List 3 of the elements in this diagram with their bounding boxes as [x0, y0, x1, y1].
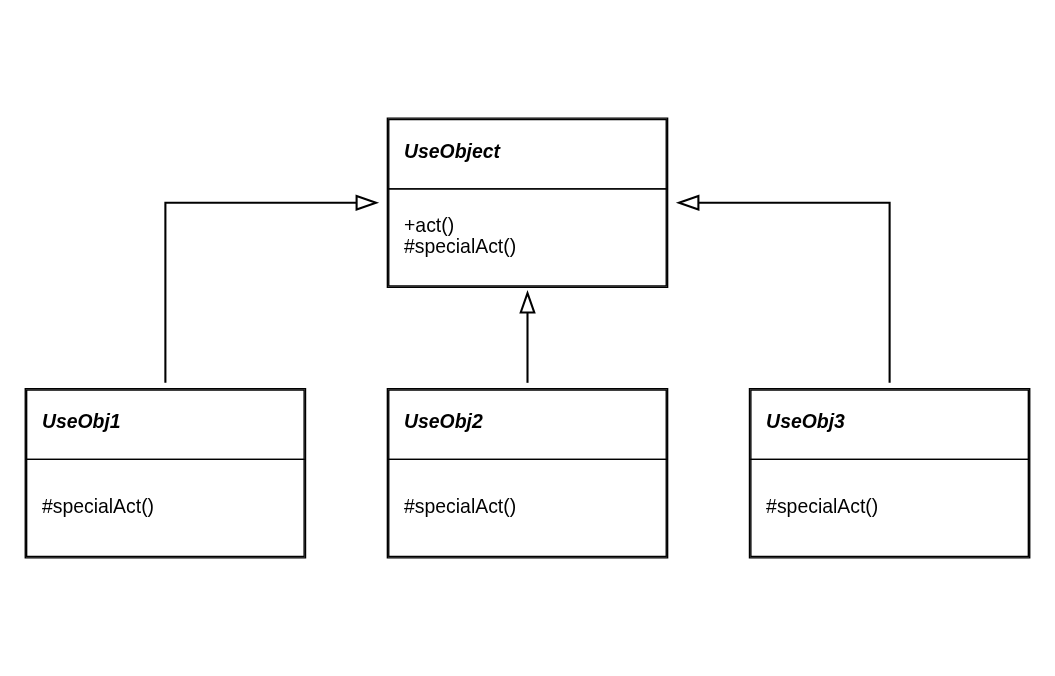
arrow	[675, 194, 891, 383]
arrow	[164, 194, 380, 383]
arrow	[519, 289, 536, 383]
